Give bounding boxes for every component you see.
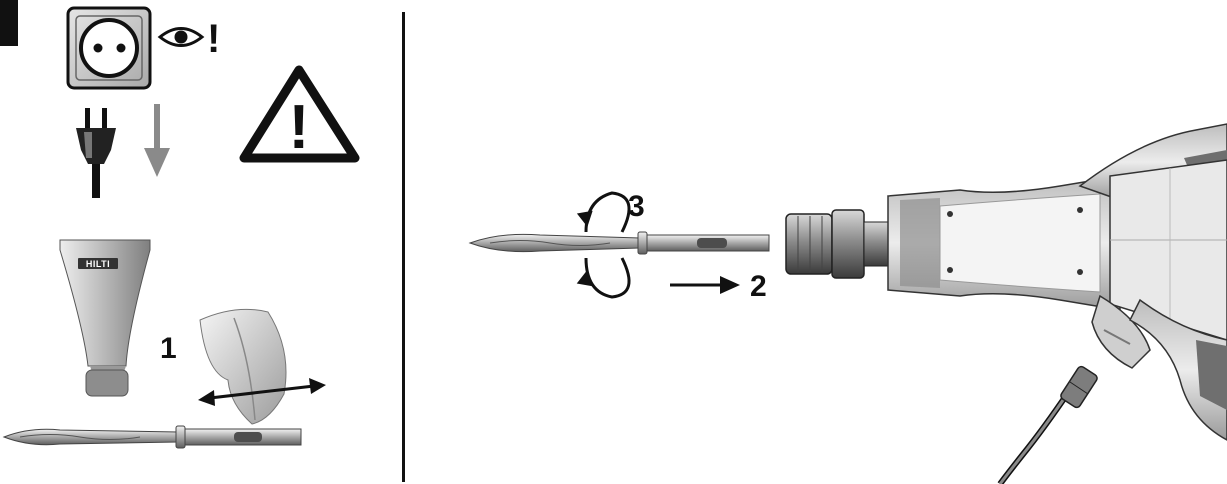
power-socket-icon: [66, 6, 152, 90]
warning-triangle-icon: !: [239, 65, 360, 163]
warning-exclamation: !: [289, 93, 310, 162]
chisel-icon-main: [468, 231, 770, 255]
tube-brand-label: HILTI: [86, 259, 110, 269]
step-1-label: 1: [160, 332, 177, 365]
rotate-arrows-icon: [576, 191, 631, 299]
breaker-tool-icon: [785, 123, 1227, 484]
grease-tube-icon: HILTI: [59, 239, 151, 397]
plug-icon: [76, 108, 116, 198]
spread-arrow-icon: [198, 378, 326, 406]
unplug-arrow-icon: [144, 104, 170, 177]
chisel-icon: [2, 425, 302, 449]
insert-arrow-icon: [670, 276, 740, 294]
page-corner-mark: [0, 0, 18, 46]
section-divider: [402, 12, 405, 482]
step-2-label: 2: [750, 270, 767, 303]
applicator-leaf-icon: [199, 308, 287, 425]
look-exclamation: !: [207, 17, 220, 61]
eye-icon: [157, 27, 205, 47]
step-3-label: 3: [628, 190, 645, 223]
